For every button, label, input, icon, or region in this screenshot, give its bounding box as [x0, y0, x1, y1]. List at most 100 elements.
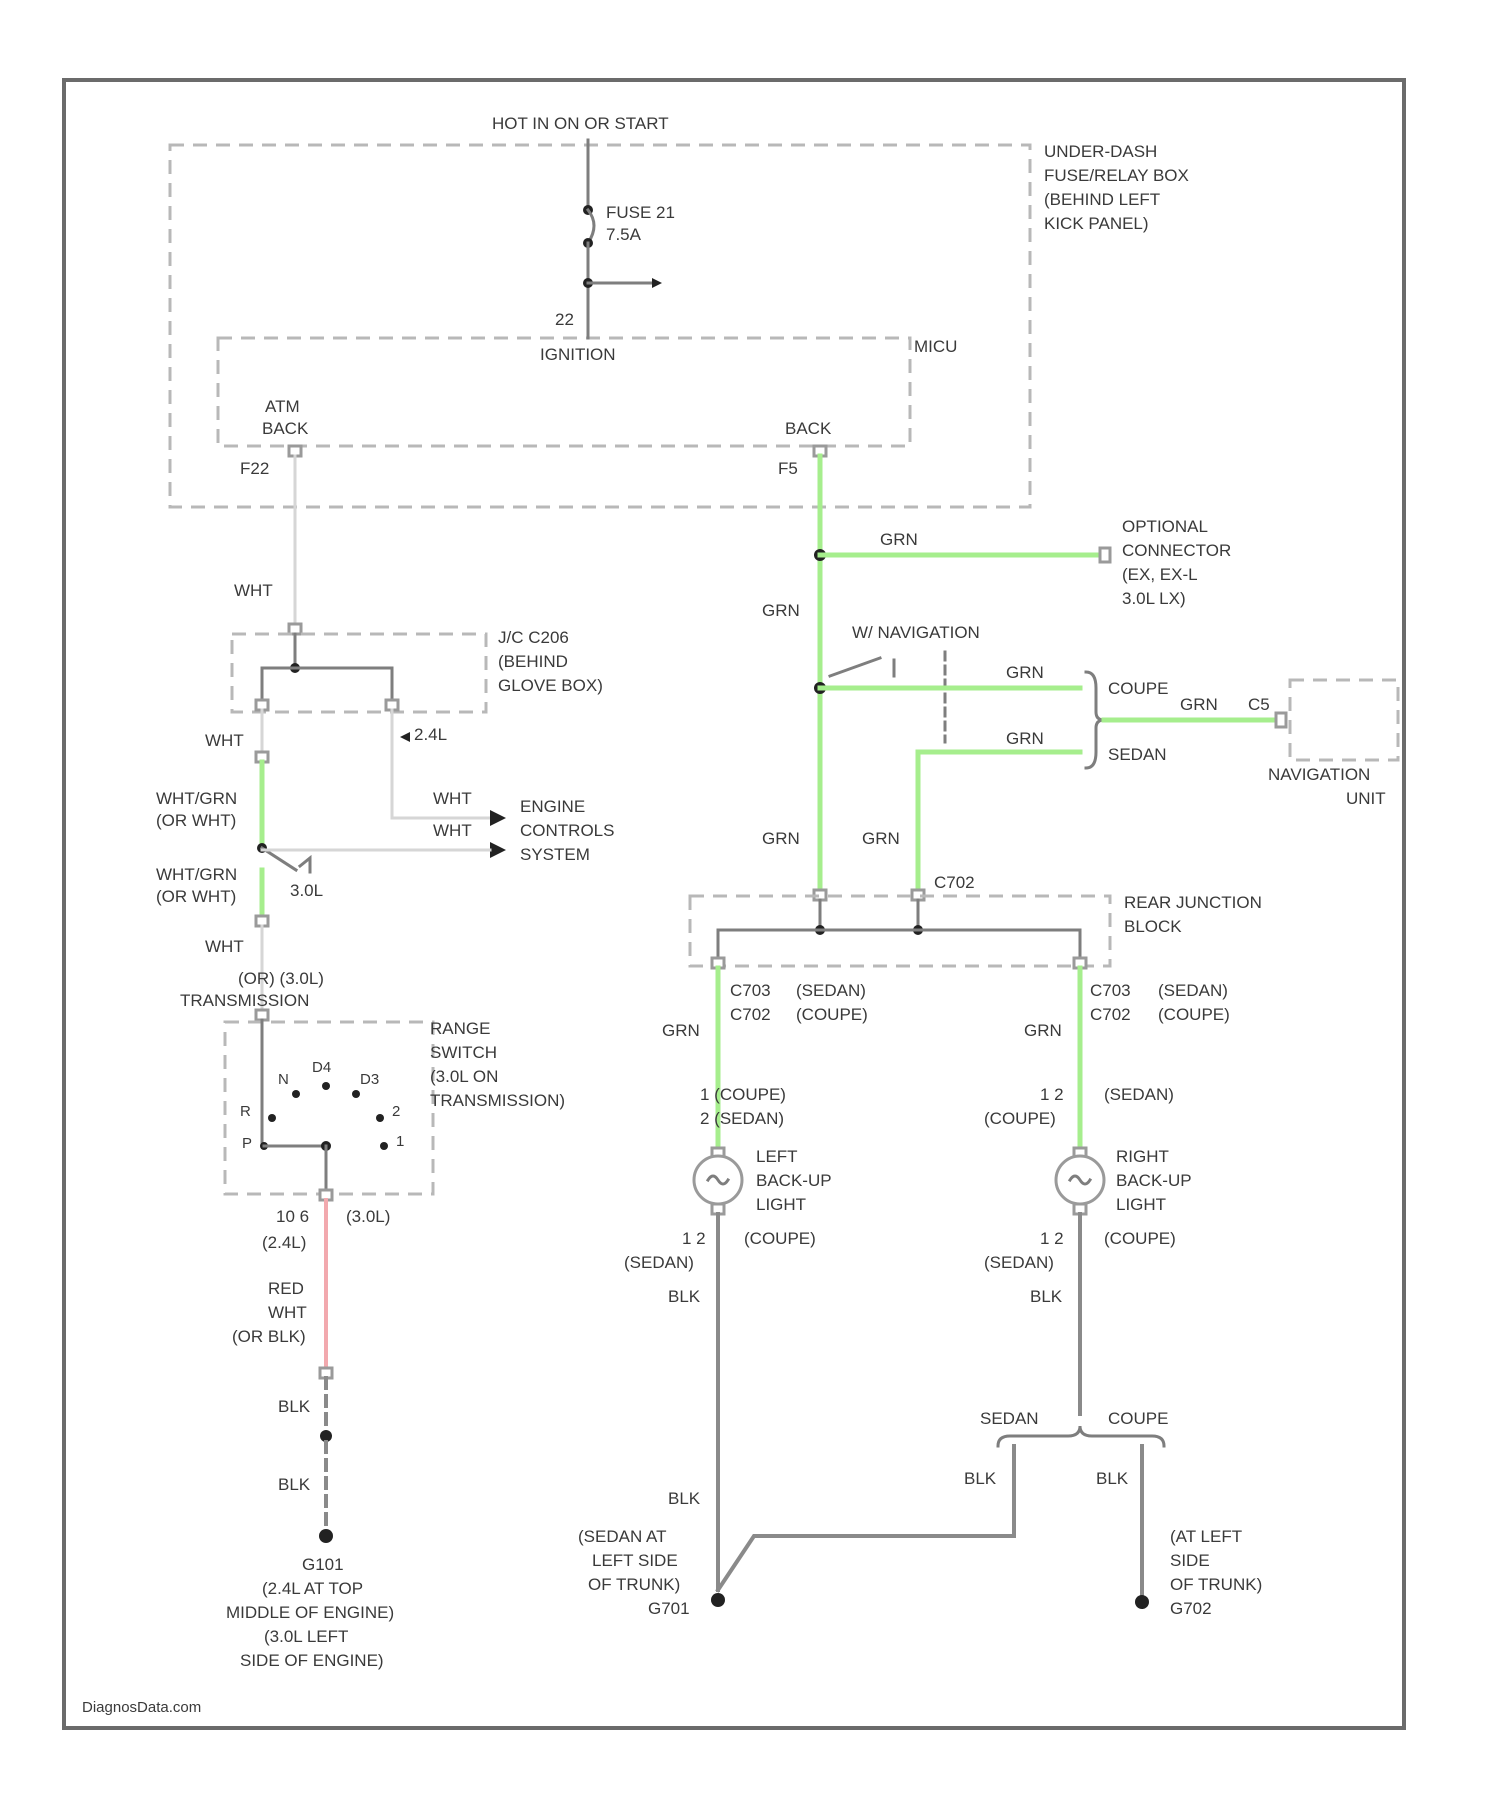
joint-label: (BEHIND	[498, 652, 568, 671]
optional-connector-label: (EX, EX-L	[1122, 565, 1198, 584]
range-switch-label: RANGE	[430, 1019, 490, 1038]
ground-label: SIDE OF ENGINE)	[240, 1651, 384, 1670]
nav-label: W/ NAVIGATION	[852, 623, 980, 642]
range-pos-1	[380, 1142, 388, 1150]
ll-top-label: 2 (SEDAN)	[700, 1109, 784, 1128]
sedan-label: SEDAN	[1108, 745, 1167, 764]
micu-pin-left: F22	[240, 459, 269, 478]
coupe-label: COUPE	[1108, 679, 1168, 698]
rl-bot-label: (COUPE)	[1104, 1229, 1176, 1248]
ll-bot-label: (SEDAN)	[624, 1253, 694, 1272]
switch-pivot	[300, 858, 310, 872]
split-sedan-label: SEDAN	[980, 1409, 1039, 1428]
v30-label: 3.0L	[290, 881, 323, 900]
engine-label: CONTROLS	[520, 821, 614, 840]
range-pos-label: 2	[392, 1103, 400, 1120]
engine-label: SYSTEM	[520, 845, 590, 864]
ground-label: MIDDLE OF ENGINE)	[226, 1603, 394, 1622]
g501-label: (SEDAN AT	[578, 1527, 666, 1546]
ground-label: (3.0L LEFT	[264, 1627, 348, 1646]
navigation-unit-outline	[1290, 680, 1398, 760]
range-pos-label: D4	[312, 1059, 331, 1076]
range-pos-d3	[352, 1090, 360, 1098]
split-coupe-label: COUPE	[1108, 1409, 1168, 1428]
trans-wht-label: WHT	[205, 937, 244, 956]
micu-back-label: BACK	[785, 419, 832, 438]
nav-switch	[830, 658, 880, 676]
micu-ignition-label: IGNITION	[540, 345, 616, 364]
range-pos-d4	[322, 1082, 330, 1090]
grn-left-label: GRN	[762, 829, 800, 848]
micu-pin-right: F5	[778, 459, 798, 478]
engine-arrow-icon	[490, 810, 506, 826]
g502-label: OF TRUNK)	[1170, 1575, 1262, 1594]
wht-wire-label: WHT	[234, 581, 273, 600]
range-pos-label: P	[242, 1135, 252, 1152]
blk-wire-sedan-ground	[718, 1446, 1014, 1590]
fuse-icon	[588, 210, 594, 243]
grn-wire-sedan	[918, 752, 1080, 890]
red-wire-label: WHT	[268, 1303, 307, 1322]
micu-name: MICU	[914, 337, 957, 356]
g501-label: G701	[648, 1599, 690, 1618]
ground-g702-icon	[1135, 1595, 1149, 1609]
range-switch-label: SWITCH	[430, 1043, 497, 1062]
g502-label: G702	[1170, 1599, 1212, 1618]
blk-label-1: BLK	[278, 1397, 311, 1416]
split-brace	[998, 1426, 1164, 1446]
trans-label: TRANSMISSION	[180, 991, 309, 1010]
optional-connector-icon	[1100, 548, 1110, 562]
range-pin-24: (2.4L)	[262, 1233, 306, 1252]
wht-label-c: WHT	[205, 731, 244, 750]
range-pin-30: (3.0L)	[346, 1207, 390, 1226]
navigation-unit-label: UNIT	[1346, 789, 1386, 808]
lj-variant: (COUPE)	[796, 1005, 868, 1024]
range-pos-r	[268, 1114, 276, 1122]
micu-atm-back-label: BACK	[262, 419, 309, 438]
rl-bot-label: (SEDAN)	[984, 1253, 1054, 1272]
wht-grn-label: (OR WHT)	[156, 811, 236, 830]
variant-brace	[1086, 672, 1104, 768]
fuse-rating: 7.5A	[606, 225, 642, 244]
grn-coupe-label: GRN	[1006, 663, 1044, 682]
blk-g-label: BLK	[668, 1489, 701, 1508]
fuse-box-label-line: UNDER-DASH	[1044, 142, 1157, 161]
rl-bot-label: 1 2	[1040, 1229, 1064, 1248]
fuse-box-label-line: FUSE/RELAY BOX	[1044, 166, 1189, 185]
range-pos-label: N	[278, 1071, 289, 1088]
g501-label: LEFT SIDE	[592, 1551, 678, 1570]
rl-top-label: (COUPE)	[984, 1109, 1056, 1128]
red-wire-label: (OR BLK)	[232, 1327, 306, 1346]
watermark: DiagnosData.com	[82, 1699, 201, 1716]
blk-coupe-label: BLK	[1096, 1469, 1129, 1488]
ll-top-label: 1 (COUPE)	[700, 1085, 786, 1104]
ground-g701-icon	[711, 1593, 725, 1607]
rj-pin: C703	[1090, 981, 1131, 1000]
rear-junction-label: BLOCK	[1124, 917, 1182, 936]
left-light-label: LIGHT	[756, 1195, 806, 1214]
fuse-name: FUSE 21	[606, 203, 675, 222]
trans-top-label: (OR) (3.0L)	[238, 969, 324, 988]
rj-variant: (COUPE)	[1158, 1005, 1230, 1024]
right-light-label: BACK-UP	[1116, 1171, 1192, 1190]
joint-label: J/C C206	[498, 628, 569, 647]
c702-label: C702	[934, 873, 975, 892]
optional-connector-label: OPTIONAL	[1122, 517, 1208, 536]
ground-label: (2.4L AT TOP	[262, 1579, 363, 1598]
red-wire-label: RED	[268, 1279, 304, 1298]
wht-grn-label: (OR WHT)	[156, 887, 236, 906]
fuse-box-label: UNDER-DASH FUSE/RELAY BOX (BEHIND LEFT K…	[1044, 142, 1189, 233]
grn-nav-label: GRN	[1180, 695, 1218, 714]
micu-atm-back-label: ATM	[265, 397, 300, 416]
blk-label-2: BLK	[278, 1475, 311, 1494]
rear-junction-label: REAR JUNCTION	[1124, 893, 1262, 912]
optional-connector-label: CONNECTOR	[1122, 541, 1231, 560]
joint-connector-outline	[232, 634, 486, 712]
range-pos-2	[376, 1114, 384, 1122]
grn-lbl-r: GRN	[1024, 1021, 1062, 1040]
fuse-box-label-line: (BEHIND LEFT	[1044, 190, 1160, 209]
grn-sedan-label: GRN	[1006, 729, 1044, 748]
navigation-unit-label: NAVIGATION	[1268, 765, 1370, 784]
right-light-label: LIGHT	[1116, 1195, 1166, 1214]
